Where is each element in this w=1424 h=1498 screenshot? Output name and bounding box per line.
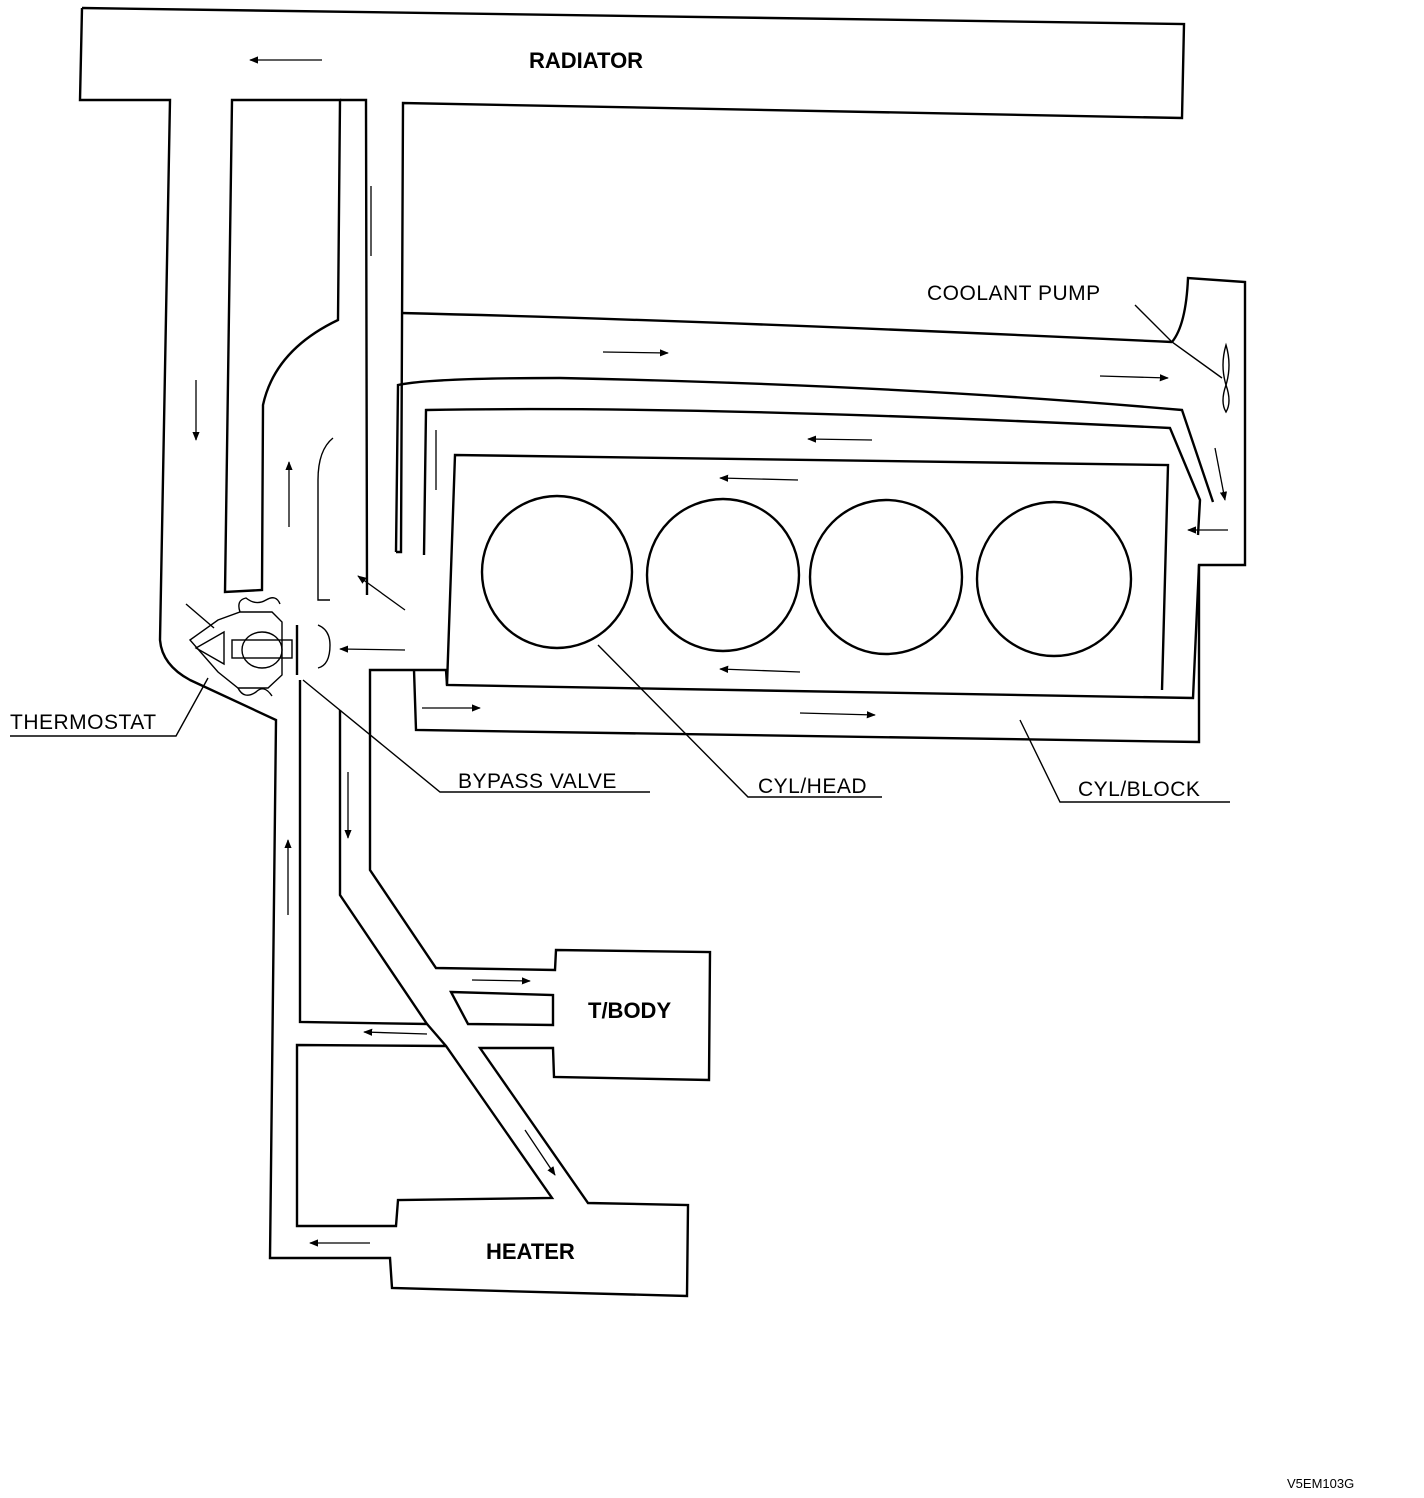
radiator-label: RADIATOR bbox=[529, 48, 643, 73]
bypass-valve-label: BYPASS VALVE bbox=[458, 770, 617, 793]
head-gallery bbox=[422, 407, 1202, 556]
radiator-inlet-pipe bbox=[223, 98, 342, 594]
pump-channel-bottom bbox=[394, 376, 1215, 553]
thermostat-label: THERMOSTAT bbox=[10, 711, 157, 734]
leader-lines bbox=[10, 304, 1230, 803]
thermostat-assembly bbox=[185, 597, 331, 697]
figure-code: V5EM103G bbox=[1287, 1476, 1354, 1491]
flow-arrows bbox=[192, 56, 1228, 1247]
heater-label: HEATER bbox=[486, 1239, 575, 1264]
t-body-label: T/BODY bbox=[588, 998, 671, 1023]
pump-channel-top bbox=[400, 311, 1173, 344]
bypass-passage bbox=[298, 680, 430, 1026]
radiator-inlet-outer bbox=[340, 98, 369, 596]
lower-block-return bbox=[412, 565, 1201, 744]
cylinder-3 bbox=[808, 498, 964, 656]
coolant-pump-label: COOLANT PUMP bbox=[927, 282, 1101, 305]
pump-impeller-icon bbox=[1222, 342, 1230, 414]
block-gallery bbox=[445, 453, 1170, 691]
cylinder-4 bbox=[975, 500, 1133, 658]
cylinder-2 bbox=[645, 497, 801, 653]
tbody-inner-pipe bbox=[448, 990, 555, 1027]
inlet-curve bbox=[317, 437, 334, 601]
cylinder-1 bbox=[480, 494, 634, 650]
heater-supply bbox=[295, 1023, 555, 1228]
cyl-block-label: CYL/BLOCK bbox=[1078, 778, 1200, 801]
cyl-head-label: CYL/HEAD bbox=[758, 775, 867, 798]
radiator-body bbox=[81, 6, 1186, 554]
radiator-left-pipe bbox=[78, 7, 1247, 1298]
